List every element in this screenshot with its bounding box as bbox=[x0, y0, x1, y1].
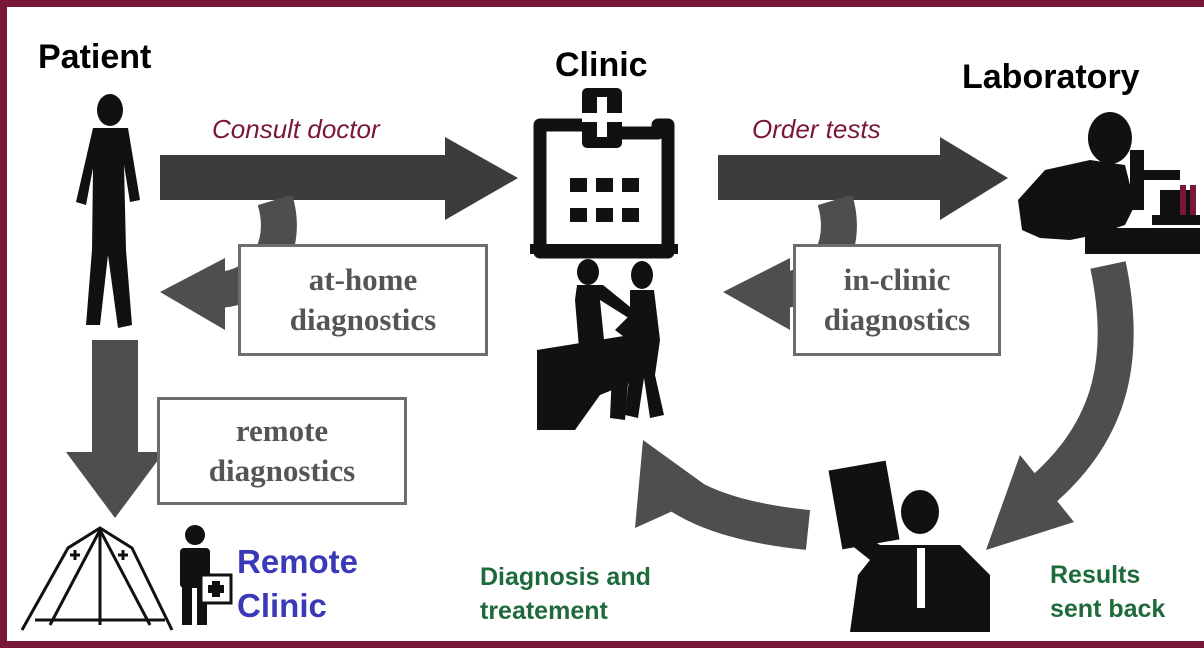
tent-icon bbox=[20, 526, 174, 631]
arrow-order-tests bbox=[718, 137, 1008, 220]
box-at-home-diagnostics: at-home diagnostics bbox=[238, 244, 488, 356]
box-remote-diagnostics: remote diagnostics bbox=[157, 397, 407, 505]
arrow-diagnosis-treatment bbox=[635, 440, 811, 550]
node-remote-clinic: Remote Clinic bbox=[237, 540, 358, 628]
results-line: Results bbox=[1050, 561, 1141, 589]
box-line: in-clinic bbox=[843, 262, 951, 297]
box-line: at-home bbox=[308, 262, 418, 297]
arrow-consult-doctor bbox=[160, 137, 518, 220]
box-line: diagnostics bbox=[208, 453, 356, 488]
remote-clinic-line: Remote bbox=[237, 543, 359, 580]
node-clinic: Clinic bbox=[555, 46, 648, 84]
arrow-results-sent-back bbox=[986, 261, 1134, 550]
doctor-reading-xray-icon bbox=[828, 460, 990, 632]
box-line: diagnostics bbox=[289, 302, 437, 337]
node-patient: Patient bbox=[38, 38, 152, 76]
node-laboratory: Laboratory bbox=[962, 58, 1140, 96]
diagnosis-line: treatement bbox=[480, 597, 608, 625]
hospital-icon bbox=[530, 88, 678, 259]
lab-scientist-microscope-icon bbox=[1018, 112, 1200, 254]
edge-label-diagnosis-treatment: Diagnosis and treatement bbox=[480, 560, 651, 628]
remote-clinic-line: Clinic bbox=[237, 587, 327, 624]
results-line: sent back bbox=[1050, 595, 1166, 623]
doctor-patient-icon bbox=[537, 259, 664, 430]
walking-person-icon bbox=[76, 94, 140, 328]
box-line: remote bbox=[235, 413, 329, 448]
edge-label-results-sent-back: Results sent back bbox=[1050, 558, 1165, 626]
edge-label-consult-doctor: Consult doctor bbox=[212, 114, 380, 144]
diagnosis-line: Diagnosis and bbox=[480, 563, 651, 591]
medic-with-kit-icon bbox=[180, 525, 233, 625]
box-line: diagnostics bbox=[823, 302, 971, 337]
arrow-remote-down bbox=[66, 340, 164, 518]
edge-label-order-tests: Order tests bbox=[752, 114, 881, 144]
box-in-clinic-diagnostics: in-clinic diagnostics bbox=[793, 244, 1001, 356]
